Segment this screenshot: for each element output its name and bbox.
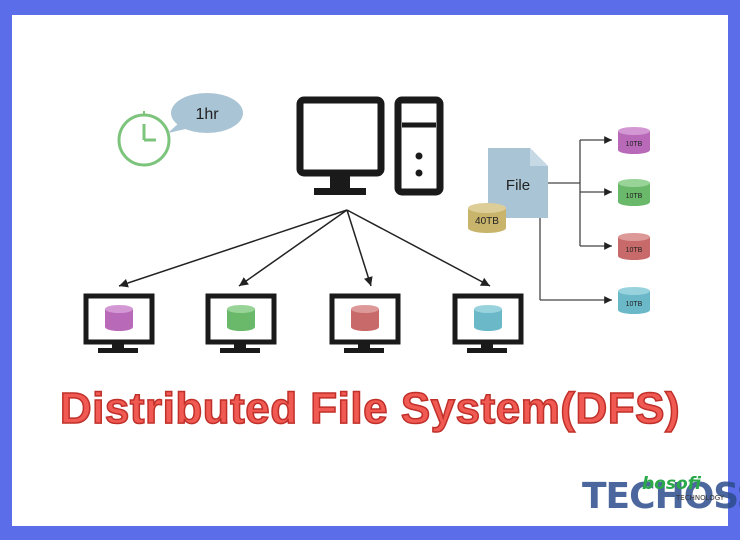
page-title: Distributed File System(DFS)	[59, 383, 681, 434]
chunk-disk-1: 10TB	[618, 127, 650, 154]
timer-label: 1hr	[195, 106, 219, 123]
watermark-sub-text: TECHNOLOGY	[676, 494, 725, 502]
client-monitor-4	[452, 293, 524, 353]
distribution-arrows	[118, 209, 491, 288]
client-monitor-1	[83, 293, 155, 353]
chunk-label-3: 10TB	[626, 247, 643, 254]
file-document-icon: File	[488, 148, 548, 218]
chunk-disk-3: 10TB	[618, 233, 650, 260]
server-monitor-icon	[296, 96, 385, 195]
file-label: File	[506, 177, 530, 194]
file-size-label: 40TB	[475, 216, 499, 227]
server-tower-icon	[394, 96, 444, 196]
chunk-disk-2: 10TB	[618, 179, 650, 206]
chunk-label-4: 10TB	[626, 301, 643, 308]
speech-bubble: 1hr	[168, 93, 243, 133]
clock-icon	[117, 111, 171, 167]
client-disk-4	[474, 305, 502, 331]
client-disk-1	[105, 305, 133, 331]
client-monitor-2	[205, 293, 277, 353]
watermark-logo: TECHOSS bosofi TECHNOLOGY	[580, 472, 740, 520]
watermark-main-text: TECHOSS	[582, 476, 740, 517]
watermark-accent-text: bosofi	[642, 474, 702, 494]
client-disk-3	[351, 305, 379, 331]
file-size-disk-icon: 40TB	[468, 203, 506, 233]
split-arrows	[539, 136, 612, 304]
chunk-label-1: 10TB	[626, 141, 643, 148]
client-monitor-3	[329, 293, 401, 353]
client-disk-2	[227, 305, 255, 331]
chunk-disk-4: 10TB	[618, 287, 650, 314]
chunk-label-2: 10TB	[626, 193, 643, 200]
